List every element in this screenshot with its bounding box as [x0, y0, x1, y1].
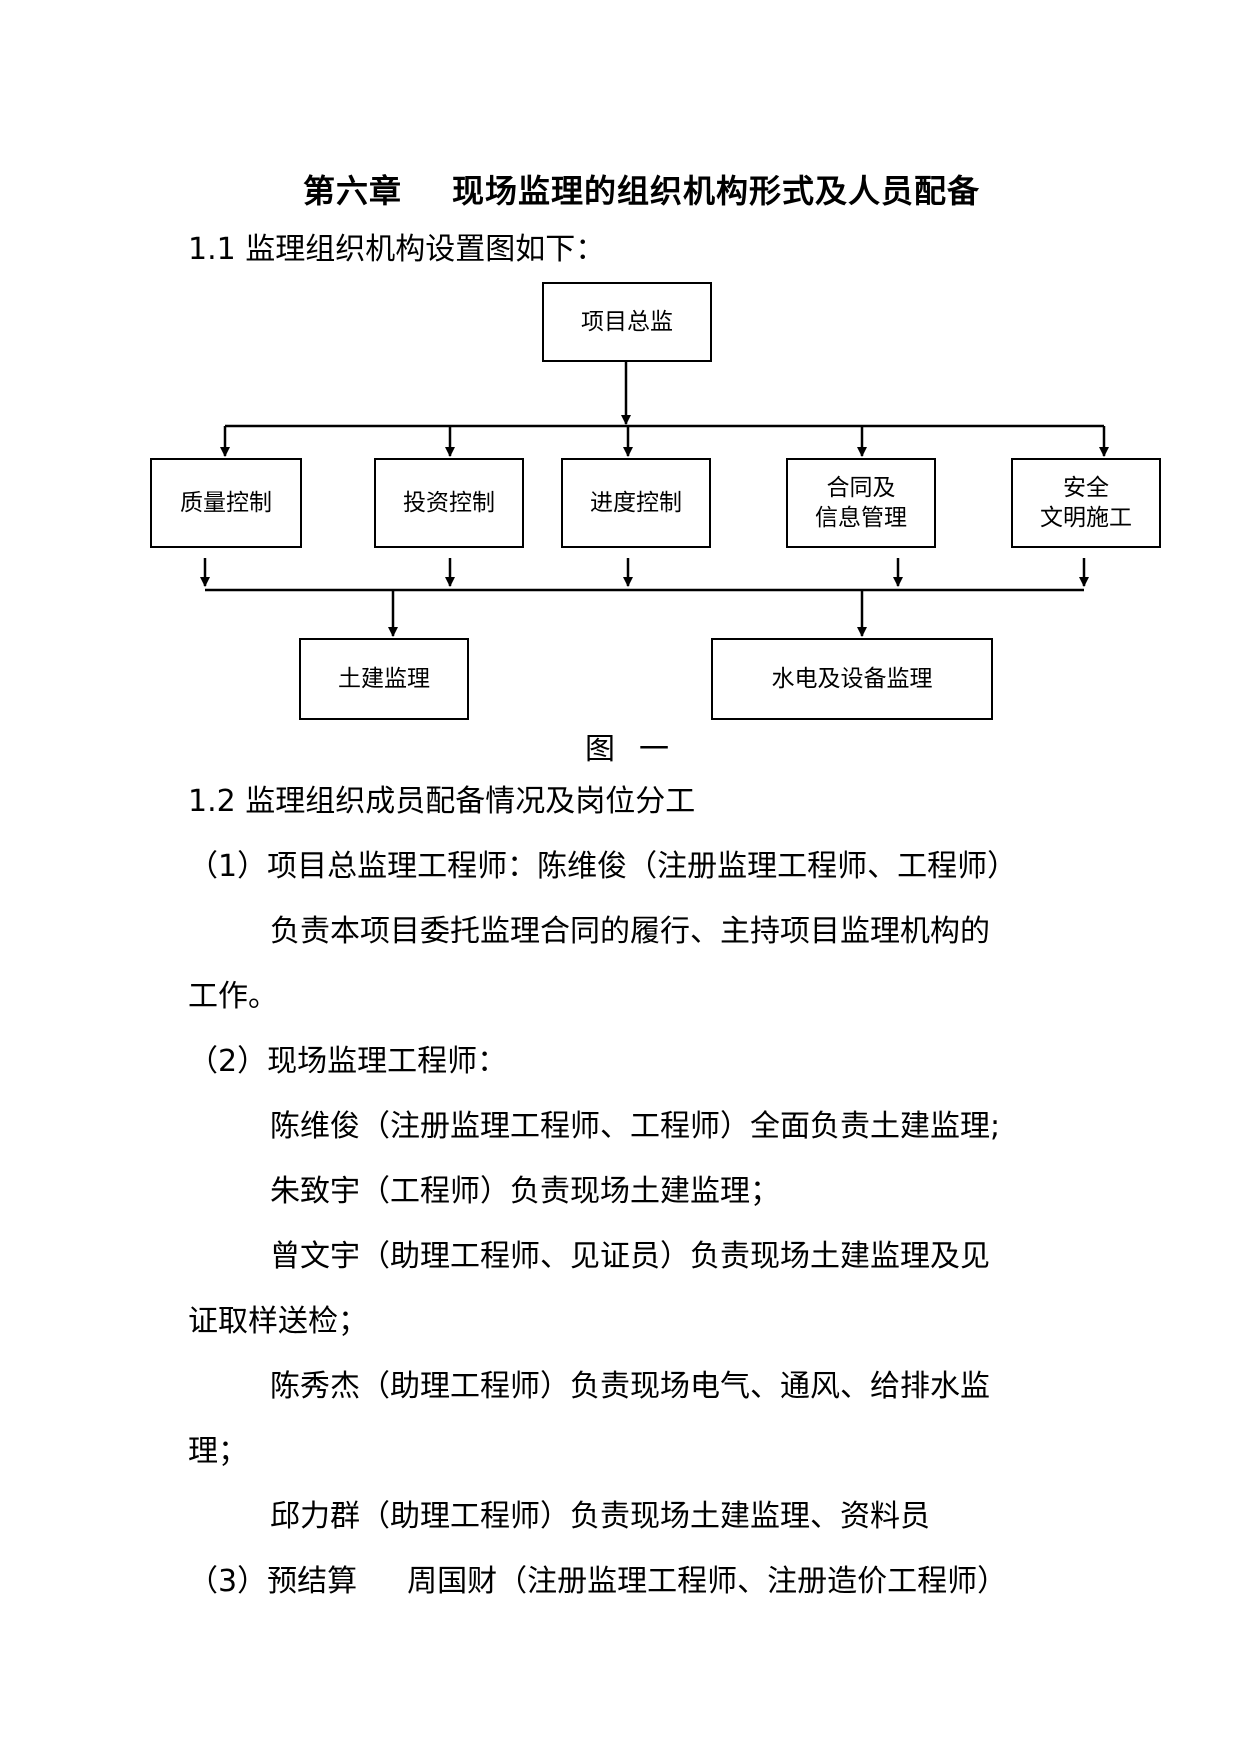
org-box-schedule-control: 进度控制: [561, 458, 711, 548]
org-box-civil-supervision: 土建监理: [299, 638, 469, 720]
section-1-2-heading: 1.2 监理组织成员配备情况及岗位分工: [188, 784, 696, 819]
org-box-contract-info: 合同及 信息管理: [786, 458, 936, 548]
org-box-mep-supervision: 水电及设备监理: [711, 638, 993, 720]
section-1-1-heading: 1.1 监理组织机构设置图如下：: [188, 232, 606, 267]
item-1-desc-line2: 工作。: [188, 979, 278, 1014]
chapter-title: 现场监理的组织机构形式及人员配备: [452, 172, 981, 210]
item-2-person-2: 朱致宇（工程师）负责现场土建监理；: [270, 1174, 780, 1209]
item-2-person-4-line2: 理；: [188, 1434, 248, 1469]
org-box-investment-control: 投资控制: [374, 458, 524, 548]
item-1-line: （1）项目总监理工程师：陈维俊（注册监理工程师、工程师）: [188, 849, 1018, 884]
figure-caption: 图一: [585, 732, 671, 767]
org-chart-connectors: [200, 362, 1109, 637]
org-box-safety-civilized: 安全 文明施工: [1011, 458, 1161, 548]
item-2-person-1: 陈维俊（注册监理工程师、工程师）全面负责土建监理;: [270, 1109, 1001, 1144]
item-3-heading: （3）预结算: [188, 1564, 358, 1599]
item-2-person-3-line2: 证取样送检；: [188, 1304, 368, 1339]
item-1-desc-line1: 负责本项目委托监理合同的履行、主持项目监理机构的: [270, 914, 990, 949]
item-2-person-3-line1: 曾文宇（助理工程师、见证员）负责现场土建监理及见: [270, 1239, 990, 1274]
item-2-heading: （2）现场监理工程师：: [188, 1044, 508, 1079]
item-3-line: （3）预结算 周国财（注册监理工程师、注册造价工程师）: [188, 1562, 1007, 1602]
org-box-quality-control: 质量控制: [150, 458, 302, 548]
item-3-person: 周国财（注册监理工程师、注册造价工程师）: [407, 1564, 1008, 1599]
item-2-person-5: 邱力群（助理工程师）负责现场土建监理、资料员: [270, 1499, 930, 1534]
chapter-number: 第六章: [303, 172, 403, 210]
page-title: 第六章 现场监理的组织机构形式及人员配备: [303, 166, 980, 212]
item-2-person-4-line1: 陈秀杰（助理工程师）负责现场电气、通风、给排水监: [270, 1369, 990, 1404]
org-box-project-director: 项目总监: [542, 282, 712, 362]
